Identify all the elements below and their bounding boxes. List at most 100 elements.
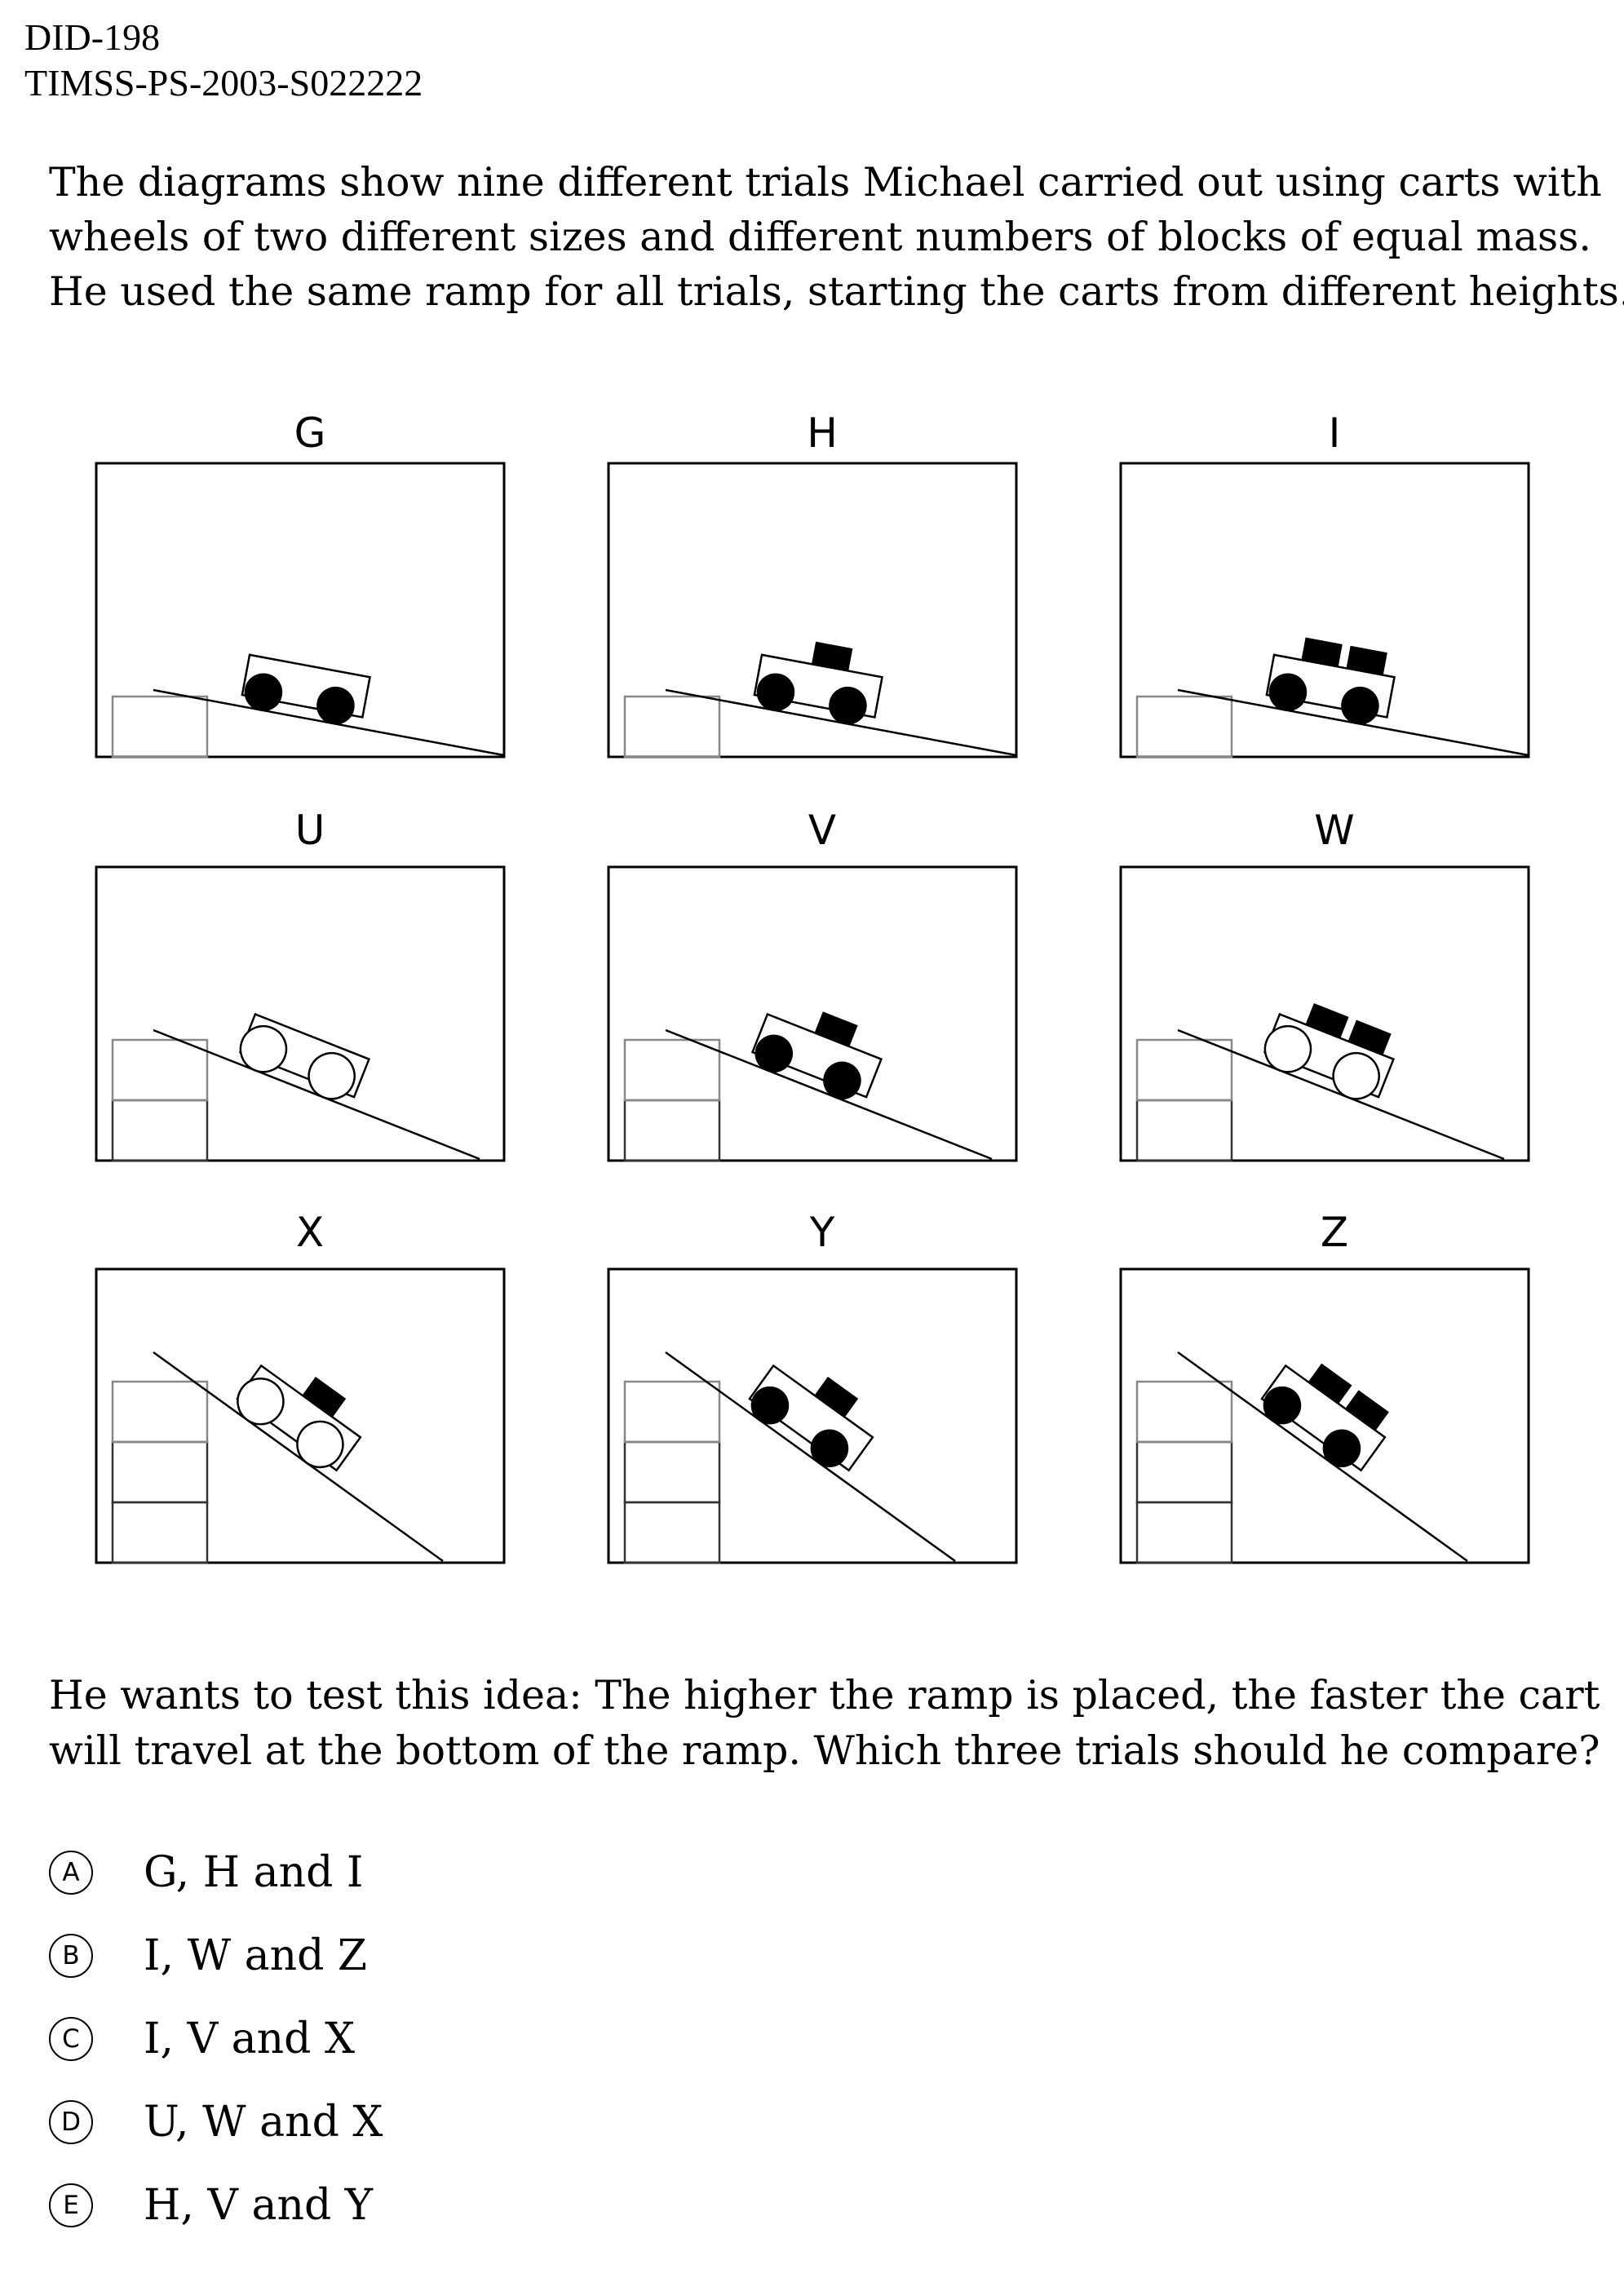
trial-v-cart: [750, 1011, 883, 1100]
trial-v-cargo-block: [814, 1011, 858, 1047]
trial-v-wheel: [823, 1061, 861, 1100]
trial-i-support-block: [1135, 695, 1233, 759]
option-c[interactable]: C I, V and X: [49, 1997, 383, 2081]
trial-x-cart: [236, 1364, 362, 1472]
trial-z-cargo-block: [1345, 1390, 1389, 1431]
trial-w-frame: [1119, 865, 1530, 1162]
option-e-bubble[interactable]: E: [49, 2183, 93, 2227]
option-a-text: G, H and I: [144, 1848, 364, 1897]
trial-z-support-block: [1135, 1501, 1233, 1564]
trial-x-frame: [95, 1267, 506, 1564]
trial-h-frame: [607, 462, 1018, 759]
trial-i: I: [1119, 409, 1530, 759]
option-a-bubble[interactable]: A: [49, 1851, 93, 1895]
trial-y-label: Y: [809, 1209, 835, 1256]
trial-z: Z: [1119, 1209, 1530, 1564]
trial-z-support-block: [1135, 1440, 1233, 1504]
trial-y-cargo-block: [814, 1376, 859, 1418]
trial-v-support-block: [623, 1038, 721, 1102]
answer-options: A G, H and I B I, W and Z C I, V and X D…: [49, 1831, 383, 2247]
question-text: He wants to test this idea: The higher t…: [49, 1668, 1600, 1779]
option-b-bubble[interactable]: B: [49, 1934, 93, 1978]
trial-u-ramp: [153, 1028, 480, 1161]
trial-w-cargo-block: [1347, 1020, 1392, 1055]
trial-z-wheel: [1322, 1429, 1361, 1468]
option-a[interactable]: A G, H and I: [49, 1831, 383, 1914]
trial-z-frame: [1119, 1267, 1530, 1564]
trial-g-support-block: [111, 695, 209, 759]
trial-x-support-block: [111, 1380, 209, 1444]
trial-y-cart: [748, 1364, 874, 1472]
trial-h-label: H: [807, 409, 838, 457]
trial-g-wheel: [244, 673, 283, 711]
trial-w-wheel: [1332, 1052, 1380, 1100]
option-d-bubble[interactable]: D: [49, 2100, 93, 2144]
trial-x-label: X: [296, 1209, 324, 1256]
trial-v-ramp: [665, 1028, 993, 1161]
trial-u-frame: [95, 865, 506, 1162]
intro-line-2: wheels of two different sizes and differ…: [49, 214, 1591, 260]
trial-z-cart: [1260, 1363, 1389, 1472]
option-d[interactable]: D U, W and X: [49, 2081, 383, 2164]
trial-x-support-block: [111, 1440, 209, 1504]
trial-h-support-block: [623, 695, 721, 759]
trial-x: X: [95, 1209, 506, 1564]
option-e-text: H, V and Y: [144, 2181, 374, 2230]
item-code: TIMSS-PS-2003-S022222: [24, 62, 423, 104]
trial-y-support-block: [623, 1380, 721, 1444]
trial-w: W: [1119, 807, 1530, 1162]
trial-y-wheel: [750, 1386, 790, 1425]
intro-text: The diagrams show nine different trials …: [49, 155, 1624, 319]
option-c-bubble[interactable]: C: [49, 2017, 93, 2061]
trial-i-cargo-block: [1346, 645, 1387, 675]
trial-g-label: G: [294, 409, 326, 457]
trial-h-wheel: [756, 673, 795, 711]
item-did: DID-198: [24, 16, 161, 58]
trial-v-frame: [607, 865, 1018, 1162]
trial-z-support-block: [1135, 1380, 1233, 1444]
trial-v-label: V: [808, 807, 836, 854]
trial-u: U: [95, 807, 506, 1162]
trials-diagram-grid: G H I U V W X Y Z: [95, 409, 1530, 1564]
trial-z-wheel: [1263, 1386, 1302, 1425]
trial-y: Y: [607, 1209, 1018, 1564]
trial-x-wheel: [296, 1420, 344, 1469]
trial-g-frame: [95, 462, 506, 759]
trial-z-cargo-block: [1308, 1363, 1352, 1404]
trial-w-cart: [1263, 1002, 1396, 1100]
trial-y-frame: [607, 1267, 1018, 1564]
trial-w-wheel: [1263, 1024, 1312, 1073]
trial-x-support-block: [111, 1501, 209, 1564]
trial-x-wheel: [237, 1378, 285, 1426]
trial-h-cart: [753, 641, 883, 725]
trial-z-ramp: [1177, 1351, 1468, 1563]
trial-u-wheel: [308, 1052, 356, 1100]
trial-g: G: [95, 409, 506, 759]
item-identifiers: DID-198 TIMSS-PS-2003-S022222: [24, 15, 423, 106]
trial-y-wheel: [810, 1429, 849, 1468]
trial-y-support-block: [623, 1501, 721, 1564]
trial-v: V: [607, 807, 1018, 1162]
trial-z-label: Z: [1321, 1209, 1348, 1256]
trial-u-wheel: [239, 1024, 288, 1073]
trial-x-cargo-block: [302, 1376, 347, 1418]
trial-w-label: W: [1314, 807, 1354, 854]
trial-g-wheel: [316, 686, 355, 725]
trial-y-ramp: [665, 1351, 956, 1563]
intro-line-3: He used the same ramp for all trials, st…: [49, 268, 1624, 315]
question-line-1: He wants to test this idea: The higher t…: [49, 1672, 1600, 1718]
trial-u-support-block: [111, 1099, 209, 1162]
trial-h: H: [607, 409, 1018, 759]
option-e[interactable]: E H, V and Y: [49, 2164, 383, 2247]
question-line-2: will travel at the bottom of the ramp. W…: [49, 1727, 1600, 1774]
option-b[interactable]: B I, W and Z: [49, 1914, 383, 1997]
trial-w-support-block: [1135, 1099, 1233, 1162]
trial-h-wheel: [829, 686, 867, 725]
option-b-text: I, W and Z: [144, 1931, 368, 1980]
trial-i-wheel: [1341, 686, 1379, 725]
trial-i-frame: [1119, 462, 1530, 759]
option-d-text: U, W and X: [144, 2098, 383, 2147]
trial-w-support-block: [1135, 1038, 1233, 1102]
trial-i-cargo-block: [1301, 637, 1343, 667]
trial-v-wheel: [754, 1034, 793, 1073]
